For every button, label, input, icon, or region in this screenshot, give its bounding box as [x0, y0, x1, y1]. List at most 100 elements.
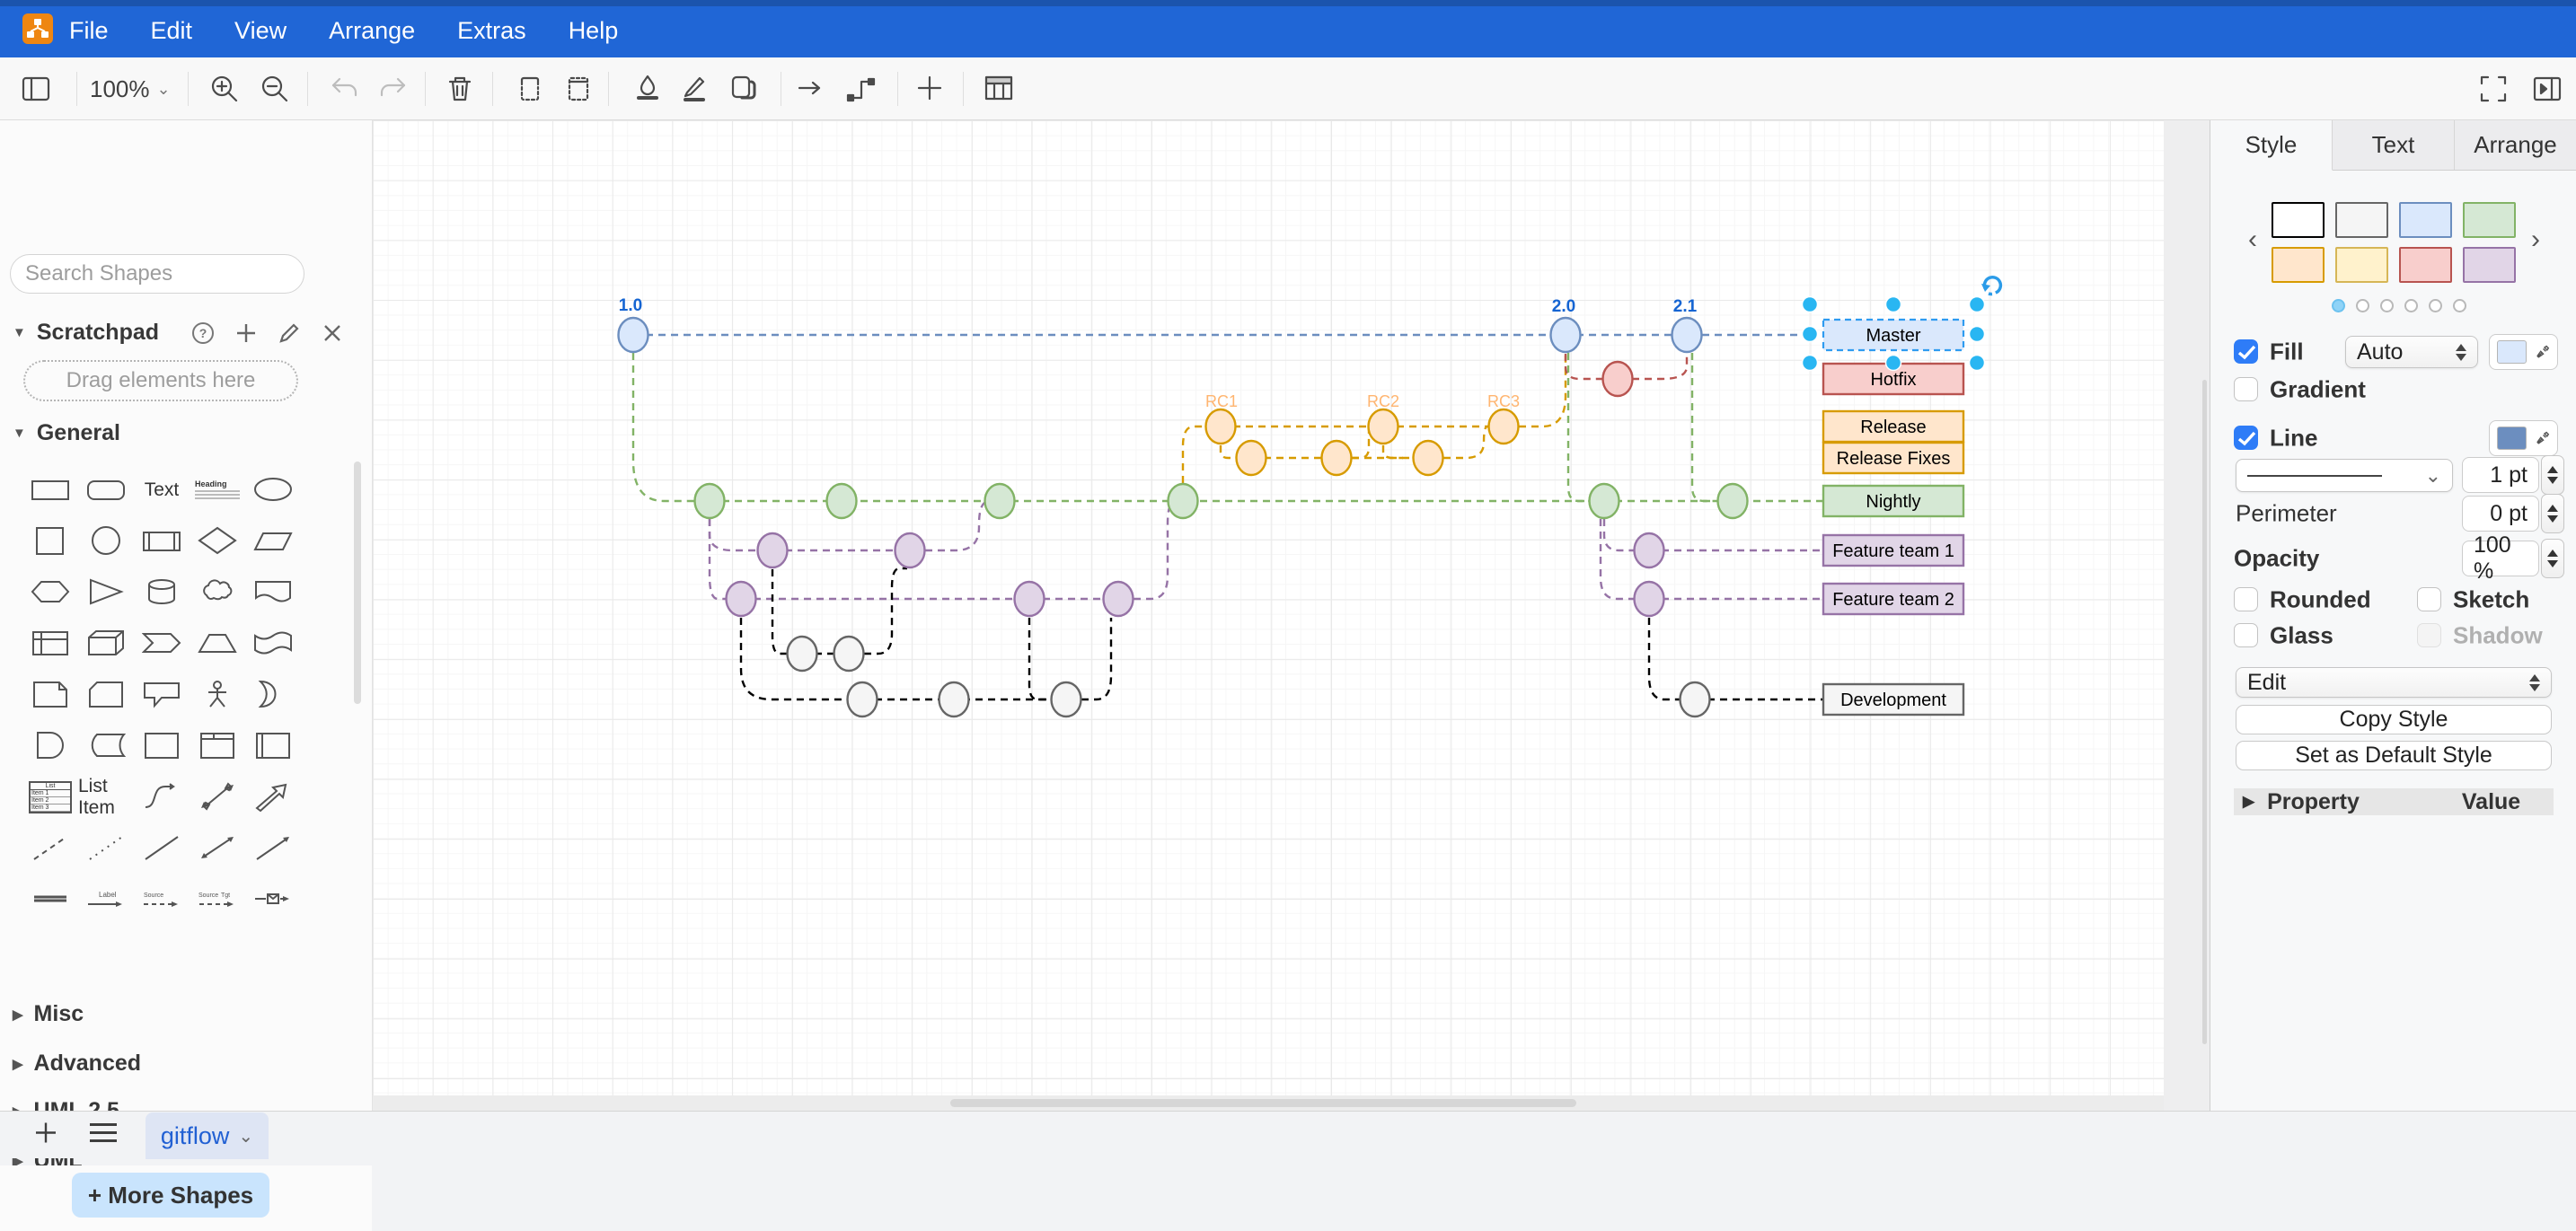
- more-shapes-button[interactable]: + More Shapes: [72, 1173, 269, 1218]
- search-input[interactable]: [25, 261, 304, 286]
- selection-handle[interactable]: [1884, 295, 1902, 313]
- shape-cylinder[interactable]: [134, 567, 190, 618]
- branch-edge[interactable]: [1381, 445, 1403, 460]
- commit-node[interactable]: [1601, 360, 1634, 398]
- line-color-group[interactable]: [2489, 420, 2558, 456]
- collapse-panel-icon[interactable]: [2529, 71, 2565, 107]
- menu-edit[interactable]: Edit: [150, 17, 193, 44]
- menu-help[interactable]: Help: [568, 17, 619, 44]
- shape-callout[interactable]: [134, 669, 190, 720]
- selection-handle[interactable]: [1884, 354, 1902, 372]
- menu-file[interactable]: File: [69, 17, 109, 44]
- shadow-icon[interactable]: [726, 71, 762, 107]
- fill-mode-select[interactable]: Auto: [2345, 336, 2478, 368]
- shape-frame[interactable]: [190, 720, 245, 771]
- branch-label-feature-team-1[interactable]: [1822, 533, 1965, 567]
- commit-node[interactable]: [693, 482, 726, 520]
- shape-bidirectional-arrow[interactable]: [190, 771, 245, 822]
- branch-edge[interactable]: [1602, 519, 1634, 552]
- panel-scrollbar[interactable]: [2202, 380, 2207, 1044]
- commit-node[interactable]: [833, 635, 865, 673]
- shape-directional-connector[interactable]: [245, 822, 301, 874]
- shape-actor[interactable]: [190, 669, 245, 720]
- shape-link[interactable]: [22, 874, 78, 925]
- shape-data-storage[interactable]: [78, 720, 134, 771]
- commit-node[interactable]: [846, 681, 878, 718]
- style-page-dot[interactable]: [2380, 299, 2394, 312]
- close-icon[interactable]: [321, 321, 344, 345]
- shape-square[interactable]: [22, 515, 78, 567]
- add-page-button[interactable]: [32, 1120, 59, 1151]
- rounded-checkbox[interactable]: [2234, 587, 2258, 611]
- style-preset-swatch[interactable]: [2399, 202, 2452, 238]
- canvas-hscroll-handle[interactable]: [950, 1099, 1576, 1107]
- branch-edge[interactable]: [1690, 353, 1716, 503]
- commit-node[interactable]: [894, 532, 926, 569]
- style-page-dot[interactable]: [2429, 299, 2442, 312]
- shape-dotted-line[interactable]: [78, 822, 134, 874]
- page-tab-gitflow[interactable]: gitflow ⌄: [146, 1112, 269, 1159]
- insert-icon[interactable]: [913, 71, 948, 107]
- perimeter-stepper[interactable]: [2541, 494, 2564, 533]
- tab-style[interactable]: Style: [2210, 120, 2333, 171]
- commit-node[interactable]: [1633, 532, 1665, 569]
- connection-points-icon[interactable]: [843, 71, 879, 107]
- branch-edge[interactable]: [1028, 618, 1046, 701]
- tab-text[interactable]: Text: [2333, 120, 2455, 170]
- branch-edge[interactable]: [1352, 429, 1371, 460]
- commit-node[interactable]: [617, 316, 649, 354]
- commit-node[interactable]: [1013, 580, 1045, 618]
- branch-edge[interactable]: [631, 353, 694, 503]
- commit-node[interactable]: [1679, 681, 1711, 718]
- property-value-header[interactable]: ▶ Property Value: [2234, 788, 2554, 815]
- commit-node[interactable]: [1050, 681, 1082, 718]
- shape-text[interactable]: Text: [144, 479, 180, 500]
- shape-document[interactable]: [245, 567, 301, 618]
- fill-color-icon[interactable]: [630, 71, 666, 107]
- line-color-chip[interactable]: [2497, 426, 2527, 450]
- shape-diamond[interactable]: [190, 515, 245, 567]
- commit-node[interactable]: [756, 532, 789, 569]
- branch-edge[interactable]: [771, 569, 787, 655]
- menu-view[interactable]: View: [234, 17, 287, 44]
- style-page-dot[interactable]: [2356, 299, 2369, 312]
- shape-circle[interactable]: [78, 515, 134, 567]
- branch-edge[interactable]: [1632, 354, 1689, 381]
- commit-node[interactable]: [1633, 580, 1665, 618]
- shape-ellipse[interactable]: [245, 464, 301, 515]
- branch-label-master[interactable]: [1822, 318, 1965, 352]
- scratchpad-drop-zone[interactable]: Drag elements here: [23, 360, 298, 401]
- branch-label-development[interactable]: [1822, 682, 1965, 717]
- shape-tape[interactable]: [245, 618, 301, 669]
- fill-color-chip[interactable]: [2497, 340, 2527, 364]
- commit-node[interactable]: [1367, 408, 1399, 445]
- branch-edge[interactable]: [1181, 425, 1205, 483]
- menu-extras[interactable]: Extras: [457, 17, 526, 44]
- selection-handle[interactable]: [1801, 325, 1819, 343]
- line-width-stepper[interactable]: [2541, 455, 2564, 495]
- style-preset-swatch[interactable]: [2463, 202, 2516, 238]
- commit-node[interactable]: [1588, 482, 1620, 520]
- shape-label-arrow[interactable]: Label: [78, 874, 134, 925]
- edit-style-select[interactable]: Edit: [2236, 667, 2552, 698]
- branch-edge[interactable]: [1219, 445, 1236, 460]
- style-page-dot[interactable]: [2404, 299, 2418, 312]
- style-preset-swatch[interactable]: [2272, 202, 2325, 238]
- selection-handle[interactable]: [1968, 295, 1986, 313]
- style-preset-swatch[interactable]: [2335, 202, 2388, 238]
- branch-edge[interactable]: [864, 567, 907, 655]
- commit-node[interactable]: [725, 580, 757, 618]
- line-style-select[interactable]: ⌄: [2236, 459, 2453, 492]
- shape-line[interactable]: [134, 822, 190, 874]
- shape-curve[interactable]: [134, 771, 190, 822]
- style-page-dot[interactable]: [2453, 299, 2466, 312]
- branch-edge[interactable]: [1081, 618, 1113, 701]
- shape-process[interactable]: [134, 515, 190, 567]
- next-styles-button[interactable]: ›: [2531, 224, 2540, 254]
- commit-node[interactable]: [1487, 408, 1520, 445]
- style-preset-swatch[interactable]: [2335, 247, 2388, 283]
- help-icon[interactable]: ?: [191, 321, 215, 345]
- branch-label-feature-team-2[interactable]: [1822, 582, 1965, 616]
